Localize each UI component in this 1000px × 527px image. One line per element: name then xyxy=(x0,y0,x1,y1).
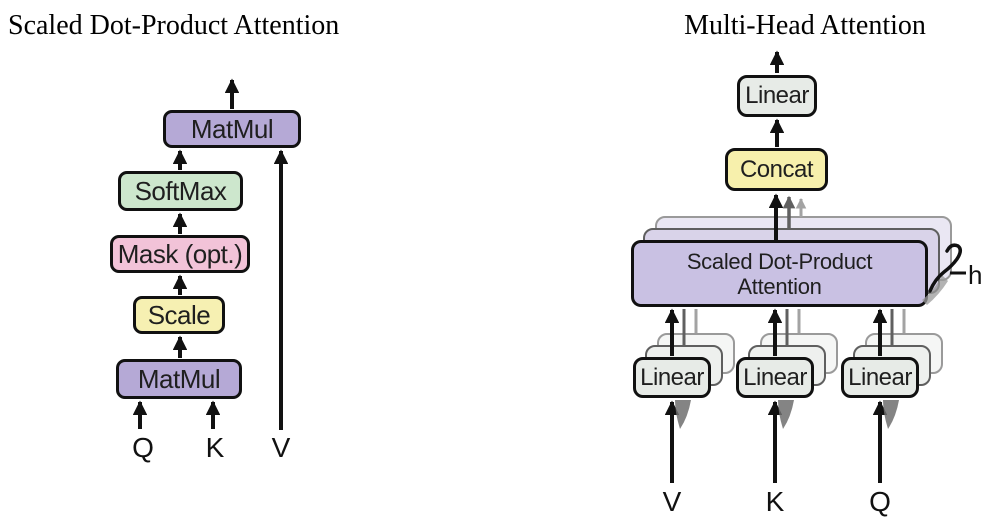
linear-top-box: Linear xyxy=(737,75,817,117)
q-input-label: Q xyxy=(132,432,154,463)
q-input-label-right: Q xyxy=(869,486,891,517)
matmul-top-box: MatMul xyxy=(163,110,301,148)
linear-k-shadow xyxy=(778,400,794,429)
head-count-label: h xyxy=(968,260,983,290)
softmax-box: SoftMax xyxy=(118,171,243,211)
mask-box: Mask (opt.) xyxy=(110,235,250,273)
left-diagram-title: Scaled Dot-Product Attention xyxy=(8,10,340,41)
k-input-label-right: K xyxy=(765,486,785,517)
scale-box: Scale xyxy=(133,296,225,334)
v-input-label-right: V xyxy=(662,486,682,517)
concat-box: Concat xyxy=(725,148,828,191)
linear-v-shadow xyxy=(675,400,691,429)
linear-q-shadow xyxy=(883,400,899,429)
v-input-label: V xyxy=(271,432,291,463)
k-input-label: K xyxy=(205,432,225,463)
matmul-bottom-box: MatMul xyxy=(116,359,242,399)
right-diagram-title: Multi-Head Attention xyxy=(684,10,926,41)
linear-v-box: Linear xyxy=(633,357,711,398)
linear-q-box: Linear xyxy=(841,357,919,398)
sdpa-box-line2: Attention xyxy=(737,273,822,299)
sdpa-box-line1: Scaled Dot-Product xyxy=(686,248,873,274)
sdpa-box: Scaled Dot-Product Attention xyxy=(631,240,928,307)
linear-k-box: Linear xyxy=(736,357,814,398)
